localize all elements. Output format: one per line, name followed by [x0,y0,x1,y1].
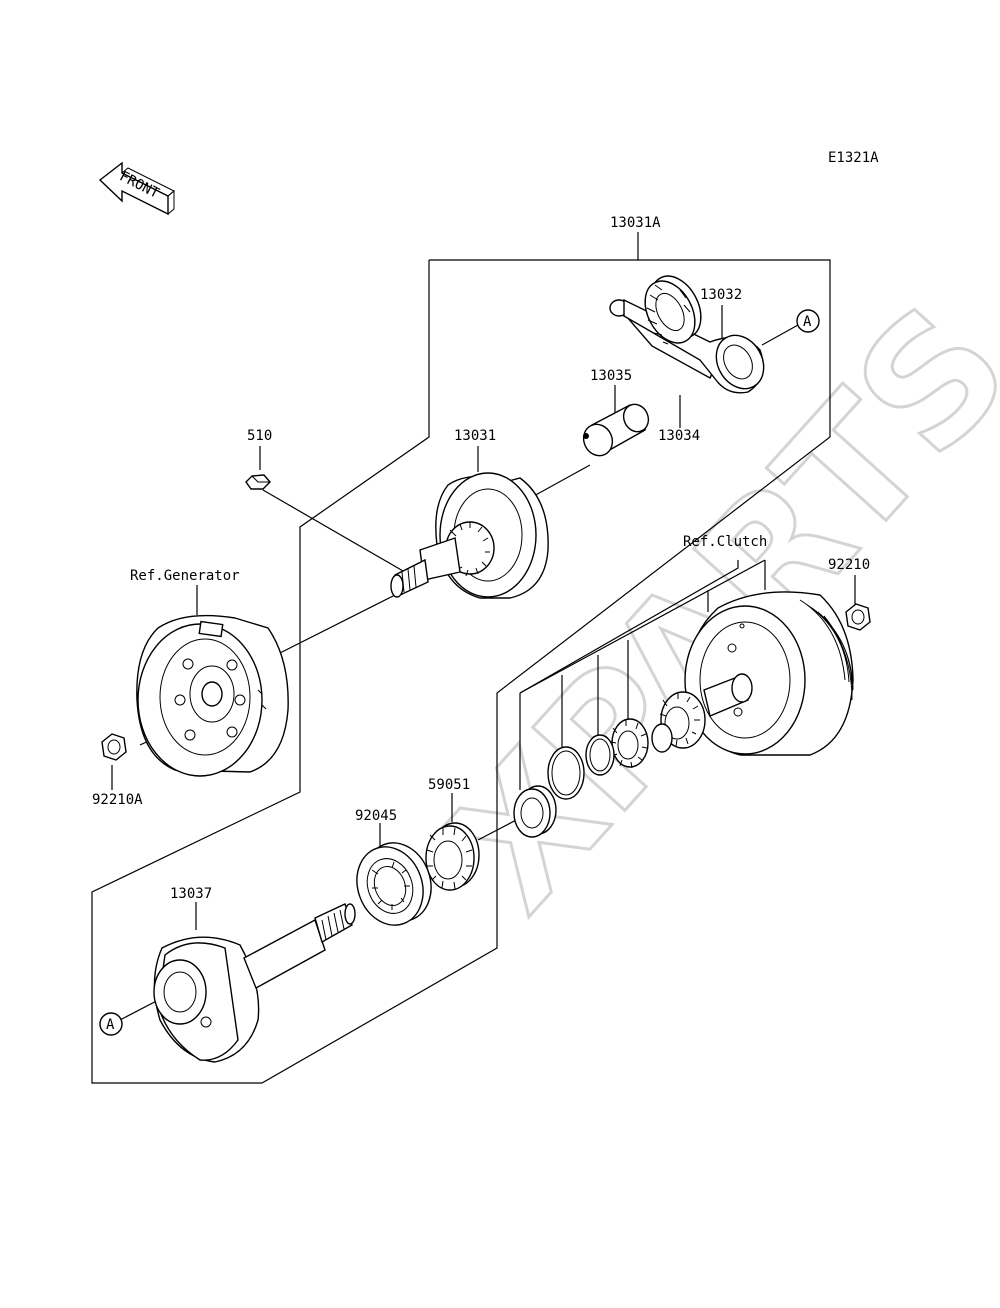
label-13032: 13032 [700,287,742,303]
generator-rotor [136,614,289,777]
leader-lines [111,305,856,930]
nut-92210 [845,603,871,631]
snap-ring-small [585,734,615,776]
label-13031: 13031 [454,428,496,444]
ball-bearing-92045 [356,842,432,926]
needle-bearing-13034 [644,275,702,345]
diagram-code: E1321A [828,150,879,166]
crank-pin-13035 [582,403,650,457]
front-arrow-icon: FRONT [98,161,175,216]
svg-text:A: A [106,1017,115,1033]
callout-a-bottom: A [99,1012,123,1036]
crankshaft-half-13037 [153,903,356,1063]
label-510: 510 [247,428,272,444]
oil-seal [513,785,557,838]
snap-ring-large [547,746,585,800]
label-13035: 13035 [590,368,632,384]
label-92210A: 92210A [92,792,143,808]
svg-text:A: A [803,314,812,330]
label-ref-generator: Ref.Generator [130,568,240,584]
label-13037: 13037 [170,886,212,902]
label-92045: 92045 [355,808,397,824]
clutch-assembly [651,591,854,756]
label-ref-clutch: Ref.Clutch [683,534,767,550]
nut-92210A [101,733,127,761]
label-92210: 92210 [828,557,870,573]
label-59051: 59051 [428,777,470,793]
crankshaft-half-13031 [390,472,549,599]
gear-59051 [425,822,480,891]
label-13034: 13034 [658,428,700,444]
drive-gear [610,718,649,769]
woodruff-key-510 [245,474,271,490]
label-13031A: 13031A [610,215,661,231]
callout-a-top: A [796,309,820,333]
